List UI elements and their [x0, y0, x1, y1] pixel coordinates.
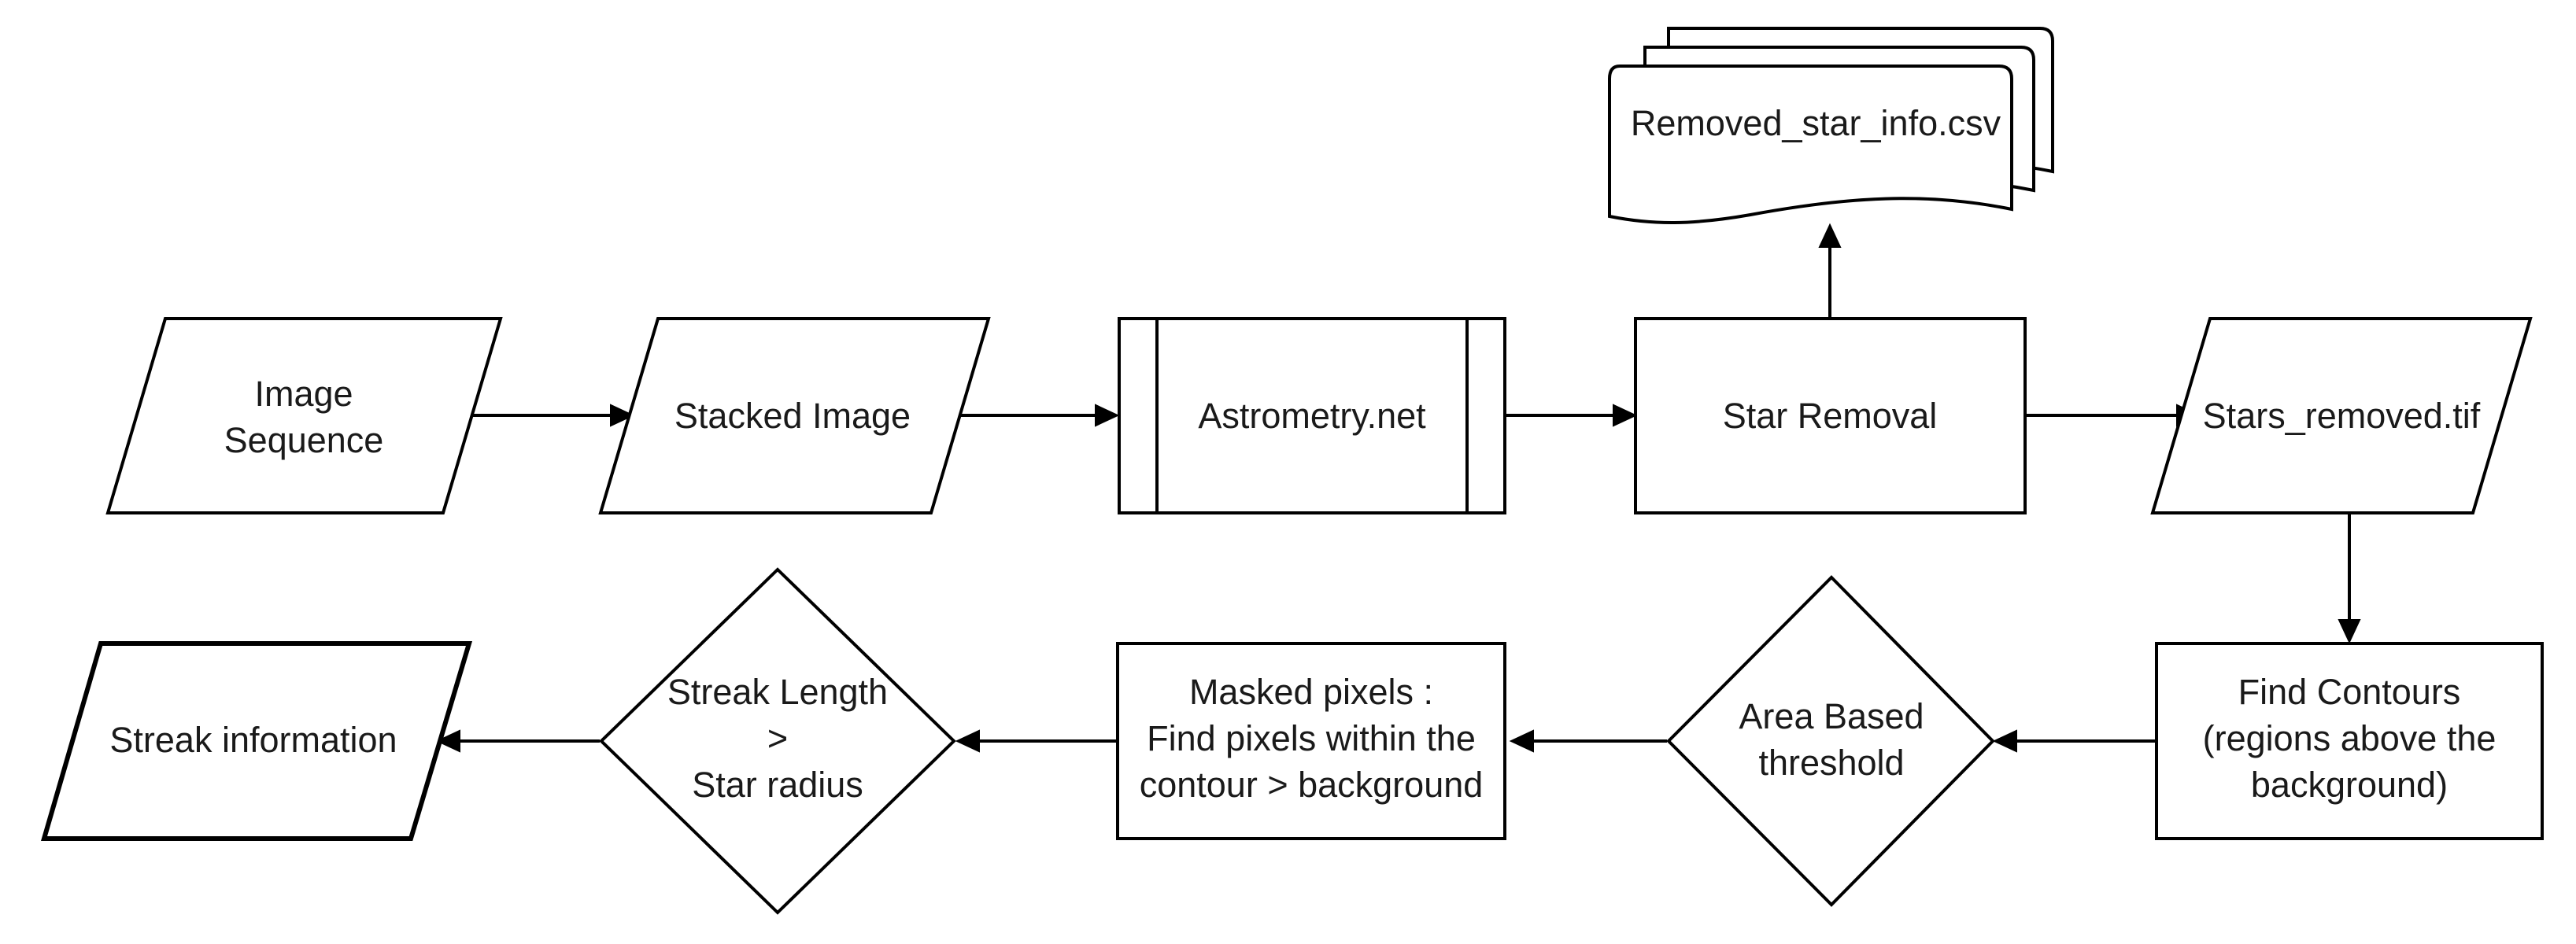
- node-stacked-image[interactable]: Stacked Image: [598, 317, 991, 514]
- edge-area-threshold-to-masked-pixels: [1509, 729, 1667, 753]
- edge-stacked-image-to-astrometry: [954, 404, 1120, 427]
- node-area-threshold[interactable]: Area Based threshold: [1666, 575, 1995, 907]
- node-image-sequence-label-line2: Sequence: [224, 420, 384, 460]
- edge-streak-length-to-streak-info: [435, 729, 600, 753]
- node-masked-pixels-label-line3: contour > background: [1140, 765, 1484, 805]
- node-removed-star-info-label: Removed_star_info.csv: [1631, 103, 2001, 143]
- edge-star-removal-to-removed-star-info: [1818, 223, 1842, 319]
- edge-stars-removed-to-find-contours: [2338, 513, 2361, 644]
- node-image-sequence[interactable]: Image Sequence: [105, 317, 503, 514]
- node-stars-removed-label: Stars_removed.tif: [2203, 396, 2481, 436]
- node-image-sequence-label-line1: Image: [254, 374, 353, 414]
- edge-find-contours-to-area-threshold: [1992, 729, 2157, 753]
- node-streak-length-label-line2: >: [767, 718, 788, 758]
- node-find-contours-label-line2: (regions above the: [2203, 718, 2497, 758]
- edge-astrometry-to-star-removal: [1505, 404, 1638, 427]
- node-area-threshold-label-line2: threshold: [1758, 743, 1904, 783]
- node-star-removal[interactable]: Star Removal: [1634, 317, 2027, 514]
- node-streak-length-label-line3: Star radius: [692, 765, 863, 805]
- node-removed-star-info[interactable]: Removed_star_info.csv: [1608, 27, 2054, 224]
- edge-image-sequence-to-stacked-image: [471, 404, 635, 427]
- node-masked-pixels-label-line2: Find pixels within the: [1147, 718, 1476, 758]
- node-masked-pixels[interactable]: Masked pixels : Find pixels within the c…: [1116, 642, 1506, 840]
- node-astrometry[interactable]: Astrometry.net: [1118, 317, 1506, 514]
- node-streak-length-label-line1: Streak Length: [667, 672, 888, 712]
- node-stacked-image-label: Stacked Image: [674, 396, 911, 436]
- node-streak-info[interactable]: Streak information: [41, 641, 473, 841]
- node-area-threshold-label-line1: Area Based: [1739, 696, 1924, 736]
- edge-star-removal-to-stars-removed: [2025, 404, 2201, 427]
- node-find-contours-label-line1: Find Contours: [2238, 672, 2461, 712]
- node-streak-info-label: Streak information: [109, 720, 397, 760]
- node-stars-removed[interactable]: Stars_removed.tif: [2150, 317, 2533, 514]
- node-streak-length[interactable]: Streak Length > Star radius: [599, 567, 956, 915]
- document-stack-front: [1608, 65, 2013, 224]
- edge-masked-pixels-to-streak-length: [955, 729, 1118, 753]
- node-masked-pixels-label-line1: Masked pixels :: [1189, 672, 1433, 712]
- node-star-removal-label: Star Removal: [1723, 396, 1938, 436]
- node-find-contours[interactable]: Find Contours (regions above the backgro…: [2155, 642, 2544, 840]
- node-find-contours-label-line3: background): [2251, 765, 2448, 805]
- node-astrometry-label: Astrometry.net: [1198, 396, 1426, 436]
